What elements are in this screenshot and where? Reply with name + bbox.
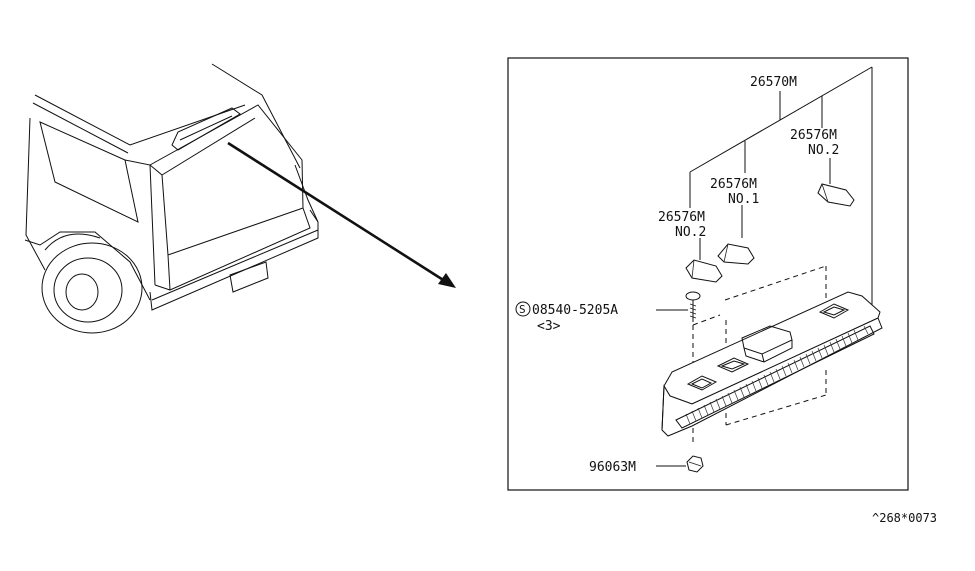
leader-lines [656, 66, 873, 467]
callout-lens-lower-no2-sub: NO.2 [675, 225, 706, 240]
high-mount-lamp-part [661, 291, 883, 437]
detail-pointer-arrow [227, 141, 456, 288]
callout-lens-upper-no2: 26576M [790, 128, 837, 143]
detail-frame [507, 57, 909, 491]
lens-upper-no2-part [817, 183, 855, 207]
lens-no1-part [717, 243, 755, 265]
callout-lens-no1: 26576M [710, 177, 757, 192]
lens-lower-no2-part [685, 259, 723, 283]
diagram-code: ^268*0073 [872, 511, 937, 525]
callout-lens-no1-sub: NO.1 [728, 192, 759, 207]
vehicle-rear-illustration [24, 63, 319, 334]
screw-callout: S 08540-5205A <3> [515, 301, 618, 334]
s-symbol-icon [515, 301, 531, 317]
callout-screw-qty: <3> [537, 319, 561, 334]
callout-clip: 96063M [589, 460, 636, 475]
callout-lamp-assembly: 26570M [750, 75, 797, 90]
callout-lens-upper-no2-sub: NO.2 [808, 143, 839, 158]
screw-part [685, 291, 701, 322]
s-symbol-letter: S [519, 303, 526, 316]
clip-part [686, 455, 704, 473]
callout-lens-lower-no2: 26576M [658, 210, 705, 225]
callout-screw: 08540-5205A [532, 303, 618, 318]
